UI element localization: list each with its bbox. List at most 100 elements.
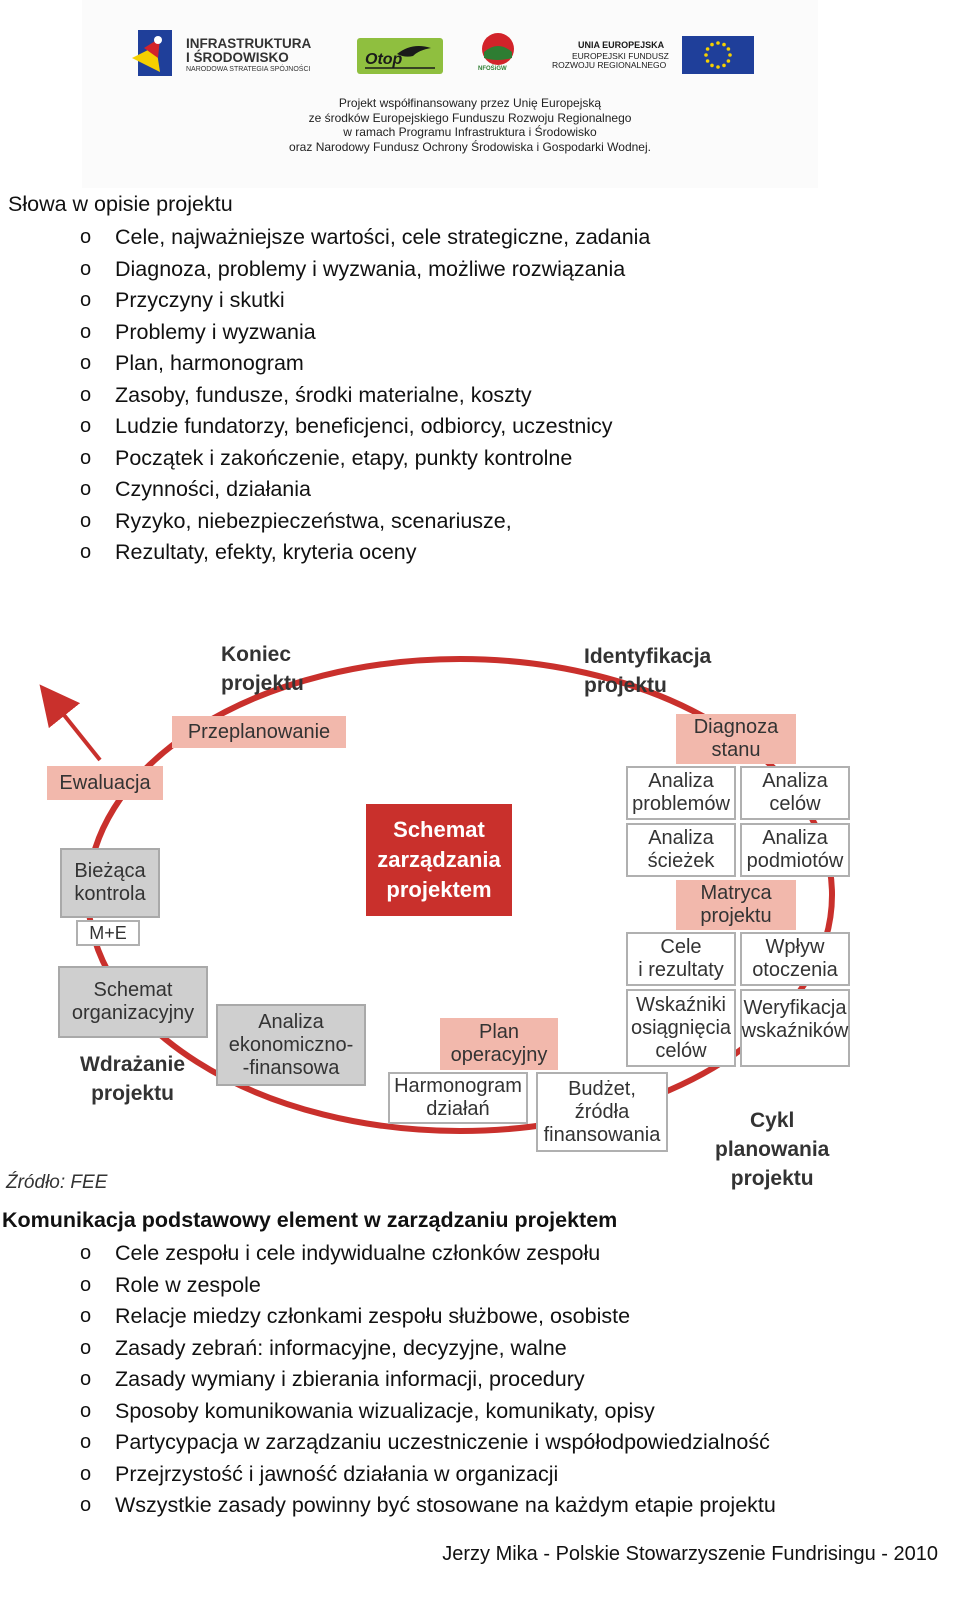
nfosigw-logo: NFOŚiGW bbox=[478, 32, 518, 76]
bullet-icon: o bbox=[80, 1494, 92, 1516]
list-item-text: Partycypacja w zarządzaniu uczestniczeni… bbox=[115, 1430, 770, 1454]
bullet-icon: o bbox=[80, 320, 92, 343]
exit-arrow-icon bbox=[39, 684, 102, 762]
bullet-icon: o bbox=[80, 446, 92, 469]
list-item: o Partycypacja w zarządzaniu uczestniczen… bbox=[0, 1427, 960, 1459]
section1-heading: Słowa w opisie projektu bbox=[8, 192, 233, 216]
box-matrix: Matryca projektu bbox=[676, 880, 796, 930]
bullet-icon: o bbox=[80, 415, 92, 437]
eu-star-icon bbox=[728, 53, 732, 57]
footer-credit: Jerzy Mika - Polskie Stowarzyszenie Fund… bbox=[442, 1543, 938, 1565]
eu-flag-icon bbox=[682, 36, 754, 74]
section2-heading: Komunikacja podstawowy element w zarządz… bbox=[2, 1208, 618, 1232]
list-item: o Zasoby, fundusze, środki materialne, ko… bbox=[0, 380, 960, 412]
box-indicators: Wskaźniki osiągnięcia celów bbox=[626, 989, 736, 1067]
list-item-text: Początek i zakończenie, etapy, punkty ko… bbox=[115, 445, 573, 470]
center-title: Schemat zarządzania projektem bbox=[366, 804, 512, 916]
box-verification: Weryfikacja wskaźników bbox=[740, 989, 850, 1067]
infra-line2: I ŚRODOWISKO bbox=[186, 50, 289, 65]
infrastruktura-flag-icon bbox=[132, 30, 172, 76]
list-item: o Wszystkie zasady powinny być stosowane … bbox=[0, 1490, 960, 1522]
box-me: M+E bbox=[76, 920, 140, 946]
box-org-scheme: Schemat organizacyjny bbox=[58, 966, 208, 1038]
list-item: o Sposoby komunikowania wizualizacje, kom… bbox=[0, 1396, 960, 1428]
list-item-text: Role w zespole bbox=[115, 1272, 261, 1297]
eu-star-icon bbox=[722, 63, 726, 68]
list-item-text: Zasoby, fundusze, środki materialne, kos… bbox=[115, 382, 532, 407]
box-monitoring: Bieżąca kontrola bbox=[60, 848, 160, 918]
bird-icon bbox=[365, 46, 435, 69]
bullet-icon: o bbox=[80, 1462, 92, 1485]
bullet-icon: o bbox=[80, 1399, 92, 1422]
eu-star-icon bbox=[710, 63, 714, 68]
list-item-text: Zasady wymiany i zbierania informacji, p… bbox=[115, 1367, 585, 1391]
bullet-icon: o bbox=[80, 1368, 92, 1390]
list-item-text: Ryzyko, niebezpieczeństwa, scenariusze, bbox=[115, 508, 512, 533]
box-stakeholder-analysis: Analiza podmiotów bbox=[740, 823, 850, 877]
list-item: o Czynności, działania bbox=[0, 474, 960, 506]
box-goal-analysis: Analiza celów bbox=[740, 766, 850, 820]
list-item: o Zasady wymiany i zbierania informacji, … bbox=[0, 1364, 960, 1396]
box-econ-analysis: Analiza ekonomiczno- -finansowa bbox=[216, 1004, 366, 1086]
label-planning-cycle: Cykl planowania projektu bbox=[715, 1109, 830, 1190]
label-implementation: Wdrażanie projektu bbox=[80, 1053, 186, 1105]
list-item: o Początek i zakończenie, etapy, punkty k… bbox=[0, 443, 960, 475]
box-path-analysis: Analiza ścieżek bbox=[626, 823, 736, 877]
bullet-icon: o bbox=[80, 1431, 92, 1453]
list-item-text: Rezultaty, efekty, kryteria oceny bbox=[115, 540, 417, 564]
bullet-icon: o bbox=[80, 226, 92, 248]
bullet-icon: o bbox=[80, 478, 92, 500]
header-banner bbox=[82, 0, 818, 188]
list-item: o Przejrzystość i jawność działania w org… bbox=[0, 1459, 960, 1491]
infra-line3: NARODOWA STRATEGIA SPÓJNOŚCI bbox=[186, 66, 311, 73]
box-evaluation: Ewaluacja bbox=[47, 766, 163, 800]
eu-star-icon bbox=[704, 53, 708, 57]
box-op-plan: Plan operacyjny bbox=[440, 1018, 558, 1070]
eu-star-icon bbox=[726, 47, 731, 51]
bullet-icon: o bbox=[80, 383, 92, 406]
list-item-text: Przejrzystość i jawność działania w orga… bbox=[115, 1461, 559, 1486]
eu-star-icon bbox=[722, 42, 726, 47]
eu-star-icon bbox=[705, 47, 710, 51]
infra-line1: INFRASTRUKTURA bbox=[186, 36, 312, 51]
bullet-icon: o bbox=[80, 1305, 92, 1327]
list-item-text: Wszystkie zasady powinny być stosowane n… bbox=[115, 1493, 776, 1517]
cofunding-note: Projekt współfinansowany przez Unię Euro… bbox=[110, 96, 830, 154]
list-item-text: Cele, najważniejsze wartości, cele strat… bbox=[115, 225, 651, 249]
otop-wordmark: Otop bbox=[365, 51, 403, 68]
list-item-text: Problemy i wyzwania bbox=[115, 319, 316, 344]
infrastruktura-logo: INFRASTRUKTURA I ŚRODOWISKO NARODOWA STR… bbox=[130, 28, 330, 78]
list-item-text: Zasady zebrań: informacyjne, decyzyjne, … bbox=[115, 1335, 567, 1360]
list-item-text: Czynności, działania bbox=[115, 477, 311, 501]
bullet-icon: o bbox=[80, 1273, 92, 1296]
cofunding-line: Projekt współfinansowany przez Unię Euro… bbox=[338, 96, 602, 110]
list-item-text: Diagnoza, problemy i wyzwania, możliwe r… bbox=[115, 256, 626, 281]
list-item: o Plan, harmonogram bbox=[0, 348, 960, 380]
list-item-text: Plan, harmonogram bbox=[115, 351, 304, 375]
bullet-icon: o bbox=[80, 352, 92, 374]
box-schedule: Harmonogram działań bbox=[388, 1072, 528, 1124]
list-item: o Cele, najważniejsze wartości, cele stra… bbox=[0, 222, 960, 254]
nfosigw-wordmark: NFOŚiGW bbox=[478, 66, 507, 72]
list-item-text: Przyczyny i skutki bbox=[115, 288, 285, 312]
bullet-icon: o bbox=[80, 289, 92, 311]
box-diagnosis: Diagnoza stanu bbox=[676, 714, 796, 764]
list-item: o Problemy i wyzwania bbox=[0, 317, 960, 349]
eu-line3: ROZWOJU REGIONALNEGO bbox=[552, 60, 667, 70]
list-item-text: Sposoby komunikowania wizualizacje, komu… bbox=[115, 1398, 655, 1423]
eu-star-icon bbox=[705, 59, 710, 63]
box-problem-analysis: Analiza problemów bbox=[626, 766, 736, 820]
bullet-icon: o bbox=[80, 1336, 92, 1359]
source-note: Źródło: FEE bbox=[6, 1172, 108, 1193]
label-identification: Identyfikacja projektu bbox=[584, 645, 712, 697]
cofunding-line: ze środków Europejskiego Funduszu Rozwoj… bbox=[308, 110, 632, 125]
eu-logo: UNIA EUROPEJSKA EUROPEJSKI FUNDUSZ ROZWO… bbox=[548, 36, 758, 76]
list-item-text: Ludzie fundatorzy, beneficjenci, odbiorc… bbox=[115, 414, 613, 438]
section1-list: o Cele, najważniejsze wartości, cele stra… bbox=[0, 222, 960, 569]
